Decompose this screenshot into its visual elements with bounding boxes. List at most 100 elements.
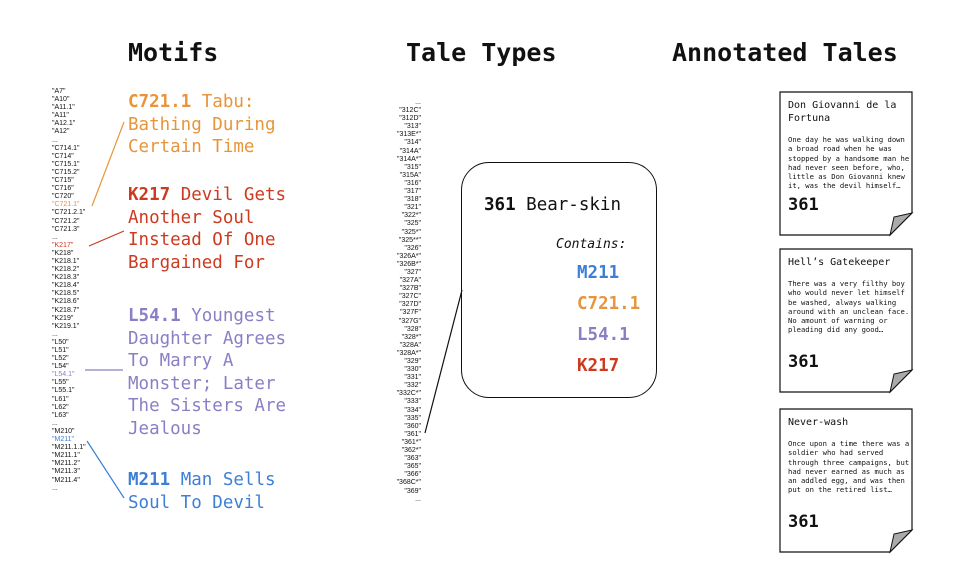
motif-code: L54.1 [128,306,181,326]
tale-type-list-item: "326B*" [396,260,421,268]
page-fold-icon [889,369,914,394]
tale-type-list-item: "328A" [399,341,421,349]
motif-list-item: "K218.2" [52,266,80,274]
tale-type-list-item: "327F" [400,309,421,317]
tale-type-list-item: "363" [404,455,421,463]
tale-type-list-item: "332C*" [396,390,421,398]
tale-title-line: Never-wash [788,417,849,428]
motif-list-item: "K218.7" [52,306,80,314]
motif-list-item: "K218.4" [52,282,80,290]
tale-card [779,248,914,394]
motif-list-item: "L54" [52,363,69,371]
motif-list-item: "K219.1" [52,322,80,330]
motif-list-item: "A7" [52,88,66,95]
motif-list-item: "L55.1" [52,387,75,395]
tale-excerpt-line: who would never let himself [788,288,905,298]
tale-excerpt-line: around with an unclean face. [788,306,910,316]
motif-line: Monster; Later [128,373,276,394]
motif-list: "A7""A10""A11.1""A11""A12.1""A12"..."C71… [52,88,86,493]
tale-type-name: Bear-skin [526,195,621,215]
motifs-heading: Motifs [128,38,219,67]
tale-type-list-item: "327" [404,268,421,276]
motif-code: C721.1 [128,92,192,112]
motif-line: To Marry A [128,351,234,371]
motif-line: L54.1 Youngest [128,305,286,328]
tale-type-list-item: "335" [404,414,421,422]
motif-list-item: "K218.3" [52,274,80,282]
tale-type-number: 361 [788,195,819,215]
tale-type-list-item: "327C" [399,293,421,301]
motif-list-item: "C715.2" [52,168,80,176]
tale-title: Never-wash [788,416,848,429]
motif-list-item: "L61" [52,395,69,403]
motif-line: Another Soul [128,207,255,228]
motif-list-item: "C714.1" [52,144,80,152]
tale-type-list-item: "314A" [399,147,421,155]
tale-type-list-item: "366" [404,471,421,479]
motif-line: Bargained For [128,252,265,273]
tale-type-list-item: ... [415,99,421,106]
motif-title: Man Sells [170,470,276,490]
tale-excerpt-line: One day he was walking down [788,135,905,144]
link-k217 [88,230,125,247]
tale-type-list-item: "314A*" [396,155,421,163]
tale-type-list-item: "315A" [399,171,421,179]
tale-type-list-item: "331" [404,374,421,382]
tale-type-list-item: "327A" [399,277,421,285]
tale-type-list-item: "325*" [401,228,421,236]
page-fold-icon [889,212,914,237]
motif-title: Devil Gets [170,185,287,205]
motif-list-item: "C721.3" [52,225,80,233]
motif-list-item: "C715" [52,177,74,185]
tale-type-list-item: "332" [404,382,421,390]
motif-list-item: ... [52,419,58,427]
motif-list-item: "C720" [52,193,74,201]
tale-type-number: 361 [788,512,819,532]
motif-line: The Sisters Are [128,396,287,416]
motif-list-item: "M211.1" [52,452,80,460]
motif-list-item: "L63" [52,411,69,419]
motif-list-item: "L51" [52,347,69,354]
tale-type-list-item: "327D" [399,301,421,309]
motif-title: Youngest [180,306,276,326]
motif-list-item: "K218" [52,249,74,257]
link-c721-1 [91,121,125,207]
motif-list-item: "L55" [52,379,69,387]
tale-title-line: Don Giovanni de la [788,100,897,111]
tale-type-list-item: ... [415,495,421,503]
motif-list-item: "C715.1" [52,160,80,168]
tale-title-line: Fortuna [788,113,831,124]
tale-type-number: 361 [484,195,516,215]
tale-title: Don Giovanni de la Fortuna [788,99,896,125]
tale-excerpt-line: Once upon a time there was a [788,439,910,448]
contains-label: Contains: [556,237,627,252]
tale-type-list-item: "328A*" [396,349,421,357]
contained-motif: C721.1 [577,294,641,314]
motif-line: Bathing During [128,114,276,135]
page-fold-icon [889,529,914,554]
motif-line: M211 Man Sells [128,469,276,492]
motif-list-item: ... [52,233,58,241]
motif-line: Daughter Agrees [128,328,287,349]
motif-list-item: "L62" [52,403,69,411]
tale-excerpt-line: through three campaigns, but [788,457,910,467]
motif-list-item: "M211.2" [52,460,80,468]
motif-title: Tabu: [191,92,255,112]
tale-type-list-item: "312D" [399,115,421,123]
tale-type-list-item: "325" [404,220,421,228]
tale-excerpt-line: a broad road when he was [788,144,892,154]
annotated-tales-heading: Annotated Tales [672,38,898,67]
tale-type-list-item: "313E*" [396,131,421,139]
tale-excerpt-line: be washed, always walking [788,297,897,307]
tale-excerpt-line: stopped by a handsome man he [788,153,910,163]
motif-list-item: "K219" [52,314,74,322]
tale-type-list-item: "315" [404,163,421,171]
contained-motif: K217 [577,356,620,376]
